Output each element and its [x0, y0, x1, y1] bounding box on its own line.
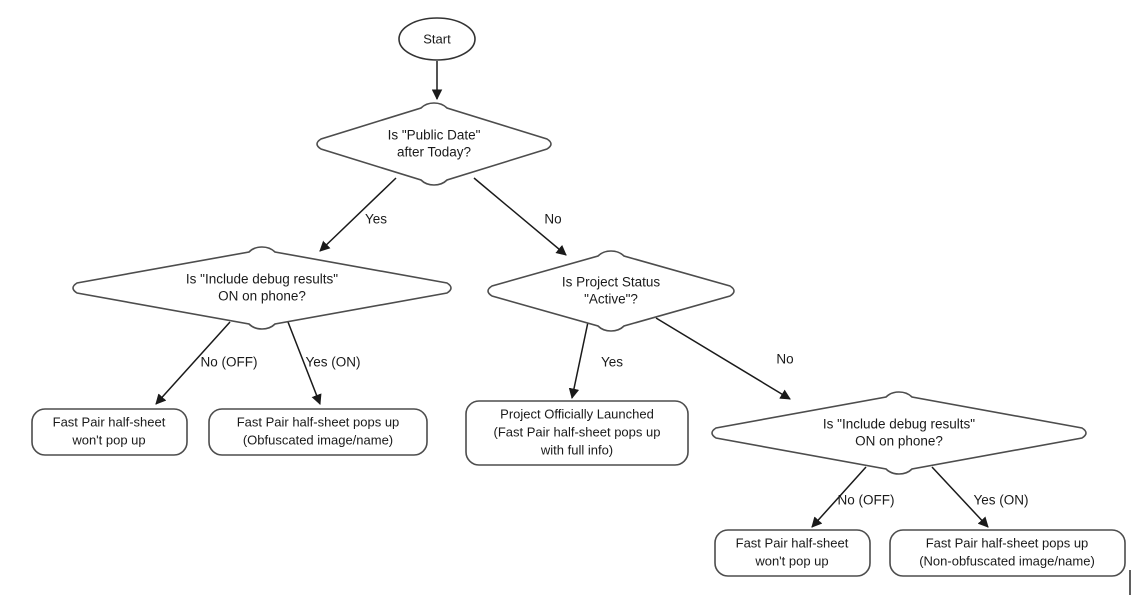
terminal-left-off-box[interactable] — [31, 408, 188, 456]
node-decision-public-date[interactable]: Is "Public Date" after Today? — [316, 102, 552, 186]
node-terminal-right-on[interactable]: Fast Pair half-sheet pops up (Non-obfusc… — [889, 529, 1126, 577]
node-decision-project-status[interactable]: Is Project Status "Active"? — [487, 250, 735, 332]
decision-debug-right-line1: Is "Include debug results" — [823, 417, 975, 432]
terminal-left-on-box[interactable] — [208, 408, 428, 456]
edge-project-status-no — [655, 317, 791, 400]
terminal-left-on-line2: (Obfuscated image/name) — [243, 432, 393, 447]
edge-label-public-date-no: No — [544, 212, 561, 227]
terminal-right-off-line2: won't pop up — [754, 553, 828, 568]
terminal-left-off-line1: Fast Pair half-sheet — [53, 414, 166, 429]
terminal-right-on-line2: (Non-obfuscated image/name) — [919, 553, 1095, 568]
decision-project-status-line2: "Active"? — [584, 292, 638, 307]
edge-debug-left-off — [155, 321, 231, 405]
decision-public-date-line2: after Today? — [397, 145, 471, 160]
start-ellipse[interactable] — [398, 17, 476, 61]
node-start[interactable]: Start — [398, 17, 476, 61]
node-terminal-left-on[interactable]: Fast Pair half-sheet pops up (Obfuscated… — [208, 408, 428, 456]
node-terminal-right-off[interactable]: Fast Pair half-sheet won't pop up — [714, 529, 871, 577]
decision-debug-right-line2: ON on phone? — [855, 434, 943, 449]
decision-project-status-diamond[interactable] — [487, 250, 735, 332]
terminal-launched-box[interactable] — [465, 400, 689, 466]
terminal-left-off-line2: won't pop up — [71, 432, 145, 447]
edge-label-layer: Yes No No (OFF) Yes (ON) Yes No No (OFF)… — [201, 212, 1029, 508]
decision-debug-right-diamond[interactable] — [711, 391, 1087, 475]
edge-label-debug-right-on: Yes (ON) — [973, 493, 1028, 508]
terminal-right-on-line1: Fast Pair half-sheet pops up — [926, 535, 1089, 550]
decision-project-status-line1: Is Project Status — [562, 275, 661, 290]
terminal-left-on-line1: Fast Pair half-sheet pops up — [237, 414, 400, 429]
node-decision-debug-right[interactable]: Is "Include debug results" ON on phone? — [711, 391, 1087, 475]
node-decision-debug-left[interactable]: Is "Include debug results" ON on phone? — [72, 246, 452, 330]
decision-public-date-diamond[interactable] — [316, 102, 552, 186]
terminal-right-off-box[interactable] — [714, 529, 871, 577]
edge-debug-right-off — [811, 466, 867, 528]
edge-debug-right-on — [931, 466, 989, 528]
terminal-launched-line1: Project Officially Launched — [500, 406, 654, 421]
decision-debug-left-line2: ON on phone? — [218, 289, 306, 304]
edge-label-project-status-yes: Yes — [601, 355, 623, 370]
edge-layer — [155, 61, 989, 528]
terminal-right-on-box[interactable] — [889, 529, 1126, 577]
terminal-right-off-line1: Fast Pair half-sheet — [736, 535, 849, 550]
node-terminal-launched[interactable]: Project Officially Launched (Fast Pair h… — [465, 400, 689, 466]
edge-label-project-status-no: No — [776, 352, 793, 367]
decision-debug-left-line1: Is "Include debug results" — [186, 272, 338, 287]
decision-public-date-line1: Is "Public Date" — [388, 128, 481, 143]
decision-debug-left-diamond[interactable] — [72, 246, 452, 330]
edge-label-debug-left-on: Yes (ON) — [305, 355, 360, 370]
node-terminal-left-off[interactable]: Fast Pair half-sheet won't pop up — [31, 408, 188, 456]
edge-debug-left-on — [287, 321, 322, 405]
edge-public-date-yes — [319, 177, 397, 252]
terminal-launched-line3: with full info) — [540, 442, 613, 457]
edge-label-debug-left-off: No (OFF) — [201, 355, 258, 370]
terminal-launched-line2: (Fast Pair half-sheet pops up — [494, 424, 661, 439]
edge-public-date-no — [473, 177, 567, 256]
edge-label-public-date-yes: Yes — [365, 212, 387, 227]
start-label: Start — [423, 31, 451, 46]
edge-project-status-yes — [568, 321, 589, 400]
edge-label-debug-right-off: No (OFF) — [838, 493, 895, 508]
